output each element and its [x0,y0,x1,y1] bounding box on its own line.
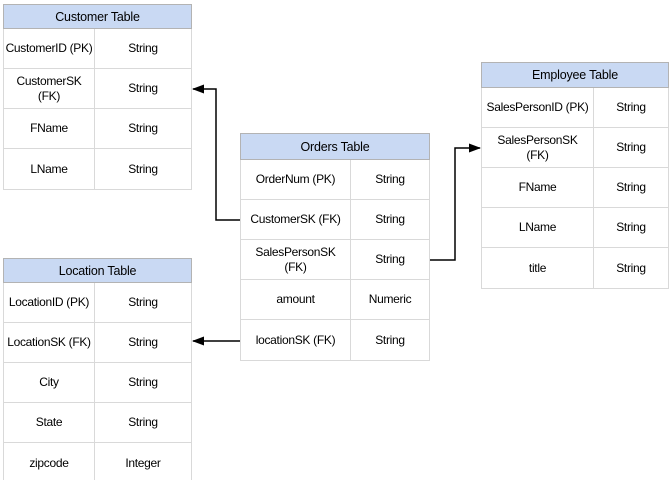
field-name: FName [482,168,594,207]
field-name: State [4,403,95,442]
table-row: CustomerSK (FK) String [4,69,191,109]
table-row: LocationSK (FK) String [4,323,191,363]
field-name: FName [4,109,95,148]
table-row: LName String [4,149,191,189]
field-name: CustomerSK (FK) [4,69,95,108]
table-row: SalesPersonSK (FK) String [482,128,668,168]
field-type: String [128,161,158,176]
table-row: SalesPersonID (PK) String [482,88,668,128]
field-name: SalesPersonID (PK) [482,88,594,127]
field-type: String [616,100,646,114]
table-orders[interactable]: Orders Table OrderNum (PK) String Custom… [240,133,430,361]
field-name: City [4,363,95,402]
connector-orders-to-employee[interactable] [430,143,481,261]
field-name: LName [482,208,594,247]
field-name: LName [4,149,95,189]
field-name: CustomerSK (FK) [241,200,351,239]
table-row: City String [4,363,191,403]
field-type: String [128,121,158,135]
table-row: amount Numeric [241,280,429,320]
table-row: CustomerID (PK) String [4,29,191,69]
field-name: LocationID (PK) [4,283,95,322]
table-row: FName String [482,168,668,208]
table-orders-title: Orders Table [240,133,430,160]
table-customer-body: CustomerID (PK) String CustomerSK (FK) S… [3,29,192,190]
table-customer-title: Customer Table [3,4,192,29]
table-row: title String [482,248,668,288]
table-employee[interactable]: Employee Table SalesPersonID (PK) String… [481,62,669,289]
field-name: LocationSK (FK) [4,323,95,362]
field-name: OrderNum (PK) [241,160,351,199]
field-type: String [375,212,405,226]
table-row: locationSK (FK) String [241,320,429,360]
field-name: zipcode [4,443,95,480]
field-type: Numeric [368,292,412,306]
table-row: LocationID (PK) String [4,283,191,323]
table-orders-body: OrderNum (PK) String CustomerSK (FK) Str… [240,160,430,361]
table-employee-title: Employee Table [481,62,669,88]
field-type: String [128,415,158,429]
table-row: LName String [482,208,668,248]
field-name: locationSK (FK) [241,320,351,360]
connector-orders-to-customer[interactable] [192,84,240,221]
field-name: amount [241,280,351,319]
field-type: String [128,41,158,55]
field-type: String [616,220,646,234]
field-type: String [128,295,158,309]
field-name: SalesPersonSK (FK) [241,240,351,279]
field-type: String [375,252,405,266]
field-name: SalesPersonSK (FK) [482,128,594,167]
field-name: CustomerID (PK) [4,29,95,68]
field-type: String [616,260,646,275]
table-row: FName String [4,109,191,149]
field-type: String [375,172,405,186]
field-name: title [482,248,594,288]
table-row: State String [4,403,191,443]
table-location-body: LocationID (PK) String LocationSK (FK) S… [3,283,192,480]
field-type: String [128,335,158,349]
field-type: String [128,375,158,389]
table-location[interactable]: Location Table LocationID (PK) String Lo… [3,258,192,480]
field-type: String [616,180,646,194]
table-row: CustomerSK (FK) String [241,200,429,240]
field-type: Integer [125,455,161,470]
table-employee-body: SalesPersonID (PK) String SalesPersonSK … [481,88,669,289]
field-type: String [375,332,405,347]
table-row: zipcode Integer [4,443,191,480]
field-type: String [128,81,158,95]
table-location-title: Location Table [3,258,192,283]
field-type: String [616,140,646,154]
table-row: OrderNum (PK) String [241,160,429,200]
table-row: SalesPersonSK (FK) String [241,240,429,280]
table-customer[interactable]: Customer Table CustomerID (PK) String Cu… [3,4,192,190]
